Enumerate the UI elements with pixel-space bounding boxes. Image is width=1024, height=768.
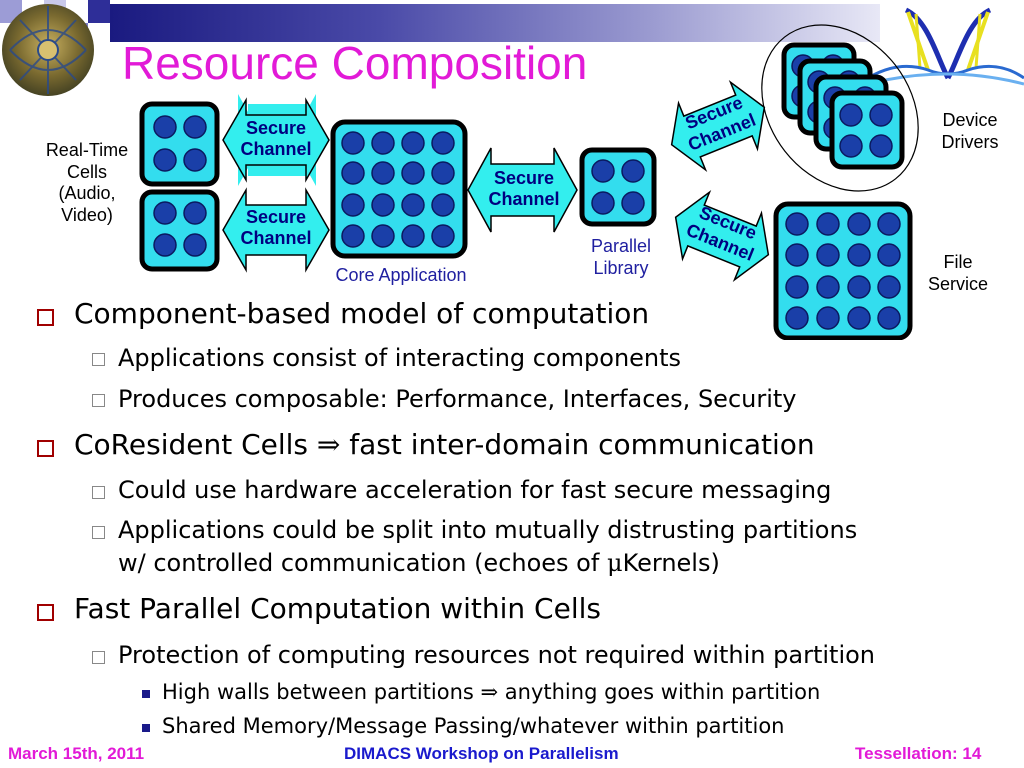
secure-channel-label-1: Secure Channel: [240, 118, 312, 159]
bullet-marker-level1: [37, 440, 54, 457]
bullet-item: Shared Memory/Message Passing/whatever w…: [162, 714, 785, 738]
footer-event: DIMACS Workshop on Parallelism: [344, 744, 619, 763]
secure-channel-arrow-3: [467, 147, 578, 233]
footer-date: March 15th, 2011: [8, 744, 145, 763]
bullet-marker-level3: [142, 724, 150, 732]
bullet-marker-level2: [92, 353, 105, 366]
realtime-cells-label: Real-Time Cells (Audio, Video): [45, 140, 129, 225]
core-application-label: Core Application: [335, 265, 467, 285]
bullet-item-continuation: w/ controlled communication (echoes of μ…: [118, 549, 720, 577]
bullet-marker-level1: [37, 604, 54, 621]
bullet-item: Applications consist of interacting comp…: [118, 344, 682, 372]
parallel-library-cell: [579, 147, 657, 227]
device-drivers-ellipse: [761, 24, 919, 192]
secure-channel-arrow-2: [222, 187, 330, 273]
bridge-logo: [868, 7, 1024, 86]
resource-diagram: [139, 24, 919, 340]
bullet-marker-level3: [142, 690, 150, 698]
file-service-cell: [773, 201, 913, 340]
title-gradient-bar: [110, 4, 880, 42]
bullet-marker-level2: [92, 486, 105, 499]
bullet-item: CoResident Cells ⇒ fast inter-domain com…: [74, 428, 815, 461]
bullet-item: Fast Parallel Computation within Cells: [74, 592, 601, 625]
bullet-marker-level2: [92, 651, 105, 664]
core-application-cell: [330, 119, 468, 259]
bullet-marker-level1: [37, 309, 54, 326]
bullet-item: Could use hardware acceleration for fast…: [118, 476, 832, 504]
file-service-label: File Service: [927, 252, 989, 294]
bullet-item: Produces composable: Performance, Interf…: [118, 385, 797, 413]
bullet-marker-level2: [92, 394, 105, 407]
device-drivers-label: Device Drivers: [941, 110, 999, 152]
realtime-cell-top: [139, 101, 220, 187]
bullet-item: Applications could be split into mutuall…: [118, 516, 858, 544]
slide-title: Resource Composition: [122, 37, 588, 89]
realtime-cell-bottom: [139, 189, 220, 272]
bullet-item: High walls between partitions ⇒ anything…: [162, 680, 821, 704]
secure-channel-label-3: Secure Channel: [488, 168, 560, 209]
mosaic-dome-logo: [2, 4, 94, 96]
parallel-library-label: Parallel Library: [590, 236, 652, 278]
bullet-item: Protection of computing resources not re…: [118, 641, 876, 669]
bullet-item: Component-based model of computation: [74, 297, 650, 330]
secure-channel-label-2: Secure Channel: [240, 207, 312, 248]
secure-channel-arrow-1: [222, 94, 330, 186]
device-driver-cell-4: [829, 90, 905, 170]
secure-channel-arrow-4: [670, 79, 766, 173]
secure-channel-arrow-5: [674, 189, 770, 283]
footer-slide-number: Tessellation: 14: [855, 744, 982, 763]
bullet-marker-level2: [92, 526, 105, 539]
